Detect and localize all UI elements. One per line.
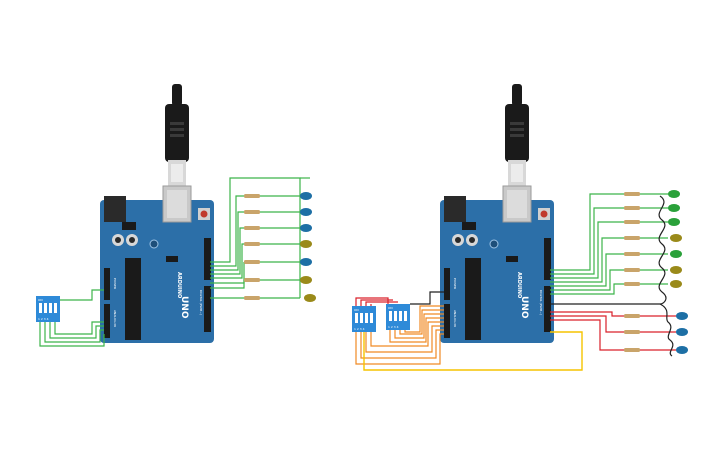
wires-leds-left [210,177,310,299]
board-brand-right: ARDUINO [516,272,522,298]
dip-switch-on-label-right-2: ON [388,306,393,310]
dip-switch-on-label-right-1: ON [354,308,359,312]
arduino-board-right[interactable]: ARDUINO UNO POWER ANALOG IN DIGITAL (PWM… [440,185,554,343]
dip-switch-numbers-right-2: 1 2 3 4 [388,325,399,329]
board-model-right: UNO [519,296,529,319]
usb-cable-left[interactable] [165,84,189,188]
board-model-left: UNO [179,296,189,319]
digital-label-left: DIGITAL (PWM~) [199,290,203,315]
wires-ground-right [550,195,674,357]
wires-leds-top-right [550,193,668,295]
dip-switch-left[interactable]: ON 1 2 3 4 [36,296,60,322]
leds-right[interactable] [668,190,688,354]
wires-switch-left [39,289,105,347]
leds-left[interactable] [300,192,316,302]
analog-label-left: ANALOG IN [113,310,117,327]
power-label-right: POWER [453,278,457,289]
dip-switch-right-2[interactable]: ON 1 2 3 4 [386,304,410,330]
dip-switch-on-label-left: ON [38,298,43,302]
wires-switch-bottom-right [355,305,444,365]
arduino-board-left[interactable]: ARDUINO UNO POWER ANALOG IN DIGITAL (PWM… [100,185,214,343]
dip-switch-right-1[interactable]: ON 1 2 3 4 [352,306,376,332]
dip-switch-numbers-right-1: 1 2 3 4 [354,327,365,331]
wires-leds-bottom-right [550,311,676,351]
wire-yellow-right [363,331,583,371]
dip-switch-numbers-left: 1 2 3 4 [38,317,49,321]
usb-cable-right[interactable] [505,84,529,188]
resistors-right [624,192,640,352]
right-circuit: ARDUINO UNO POWER ANALOG IN DIGITAL (PWM… [352,84,688,371]
power-label-left: POWER [113,278,117,289]
board-brand-left: ARDUINO [176,272,182,298]
resistors-left [244,194,260,300]
left-circuit: ARDUINO UNO POWER ANALOG IN DIGITAL (PWM… [36,84,316,347]
analog-label-right: ANALOG IN [453,310,457,327]
digital-label-right: DIGITAL (PWM~) [539,290,543,315]
wires-switch-top-right [355,291,444,306]
